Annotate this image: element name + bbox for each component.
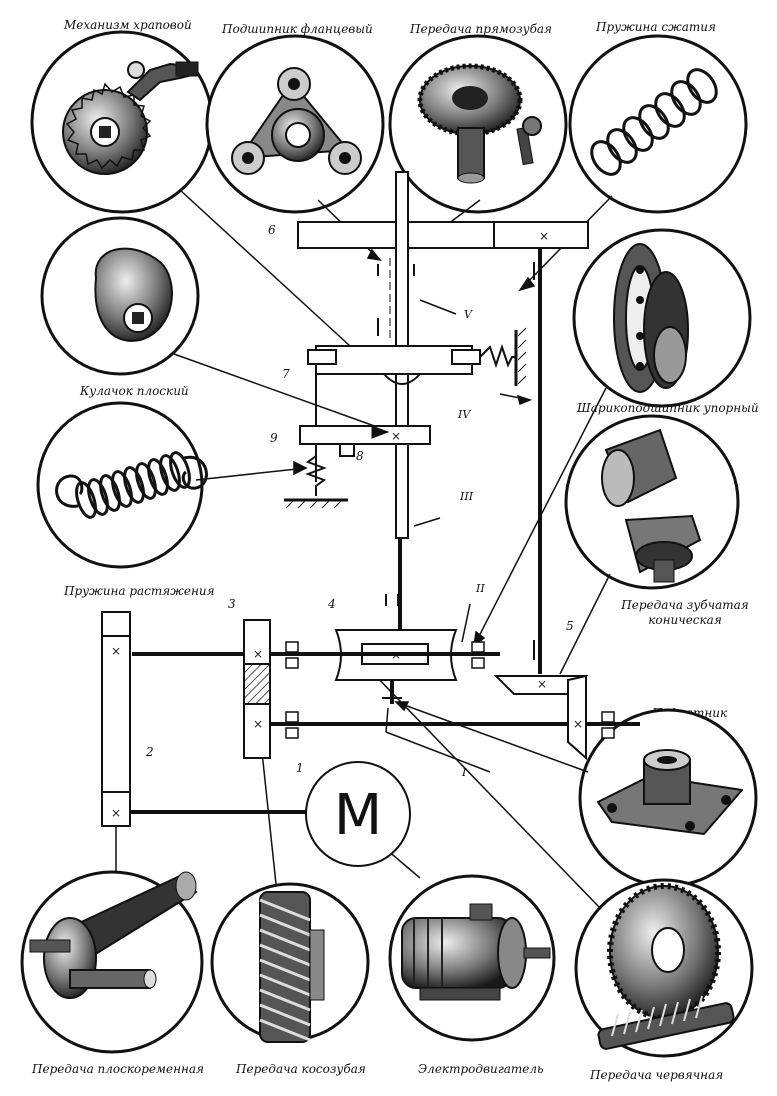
tension-spring-circle <box>36 401 208 569</box>
helical-gear-icon <box>259 891 325 1043</box>
flange-bearing-circle <box>205 34 385 214</box>
num-4: 4 <box>327 597 336 611</box>
cross-mark-helical-top: × <box>253 647 263 661</box>
num-1: 1 <box>296 761 304 775</box>
cam-block-8 <box>299 425 431 445</box>
num-6: 6 <box>268 223 276 237</box>
shaft-label-ii: II <box>475 582 485 595</box>
kinematic-scheme <box>101 171 640 867</box>
shaft-label-iv: IV <box>457 408 471 421</box>
num-8: 8 <box>356 449 364 463</box>
flat-cam-circle <box>40 216 200 376</box>
flat-cam-icon <box>94 247 173 342</box>
label-ratchet: Механизм храповой <box>64 18 192 32</box>
label-thrust-ball-bearing: Шарикоподшипник упорный <box>577 401 759 415</box>
thrust-bearing-icon <box>597 749 743 835</box>
cross-mark-cam8: × <box>391 429 401 443</box>
num-3: 3 <box>228 597 236 611</box>
flat-belt-drive-2 <box>101 611 131 827</box>
ratchet-wheel-icon <box>62 82 152 175</box>
ratchet-circle <box>30 30 214 214</box>
helical-gear-circle <box>210 882 370 1043</box>
spur-gear-icon <box>417 63 542 184</box>
shaft-label-v: V <box>464 308 473 321</box>
label-flange-bearing: Подшипник фланцевый <box>222 22 373 36</box>
motor-symbol-letter: M <box>334 783 382 848</box>
shaft-label-i: I <box>461 766 467 779</box>
label-flat-cam: Кулачок плоский <box>80 384 189 398</box>
thrust-ball-bearing-circle <box>572 228 752 408</box>
thrust-ball-bearing-icon <box>613 243 689 393</box>
shaft-label-iii: III <box>459 490 474 503</box>
label-bevel-gear: Передача зубчатая коническая <box>621 598 749 627</box>
worm-gear-icon <box>597 883 735 1050</box>
spur-gear-pair-6 <box>297 221 589 249</box>
cross-mark-belt-bottom: × <box>111 806 121 820</box>
label-tension-spring: Пружина растяжения <box>64 584 215 598</box>
num-9: 9 <box>270 431 278 445</box>
tension-spring-icon <box>55 451 208 519</box>
label-spur-gear: Передача прямозубая <box>410 22 553 36</box>
num-5: 5 <box>566 619 574 633</box>
motor-circle <box>388 874 556 1042</box>
cross-mark-worm4: × <box>391 648 401 662</box>
motor-icon <box>401 903 551 1001</box>
label-worm-gear: Передача червячная <box>590 1068 724 1082</box>
compression-spring-circle <box>568 34 748 214</box>
flange-bearing-icon <box>231 67 362 175</box>
num-2: 2 <box>145 745 154 759</box>
cross-mark-belt-top: × <box>111 644 121 658</box>
label-compression-spring: Пружина сжатия <box>596 20 716 34</box>
worm-gear-circle <box>574 878 754 1058</box>
pawl-icon <box>126 61 199 102</box>
num-7: 7 <box>282 367 290 381</box>
cross-mark-bevel-h: × <box>537 677 547 691</box>
ratchet-disc-7 <box>315 345 473 375</box>
bevel-gear-icon <box>601 428 702 583</box>
label-helical-gear: Передача косозубая <box>236 1062 366 1076</box>
bevel-gear-circle <box>564 414 740 590</box>
scheme-texts: M 1 2 3 4 5 6 7 8 9 I II III IV V × × × … <box>111 223 583 848</box>
label-motor: Электродвигатель <box>418 1062 544 1076</box>
cross-mark-helical-bottom: × <box>253 717 263 731</box>
flat-belt-circle <box>20 870 204 1054</box>
flat-belt-icon <box>29 871 198 999</box>
compression-spring-icon <box>590 68 718 176</box>
thrust-bearing-circle <box>578 708 758 888</box>
cross-mark-bevel-v: × <box>573 717 583 731</box>
spur-gear-circle <box>388 34 568 214</box>
cross-mark-gear6: × <box>539 229 549 243</box>
motor-symbol <box>305 761 411 867</box>
label-flat-belt: Передача плоскоременная <box>32 1062 204 1076</box>
